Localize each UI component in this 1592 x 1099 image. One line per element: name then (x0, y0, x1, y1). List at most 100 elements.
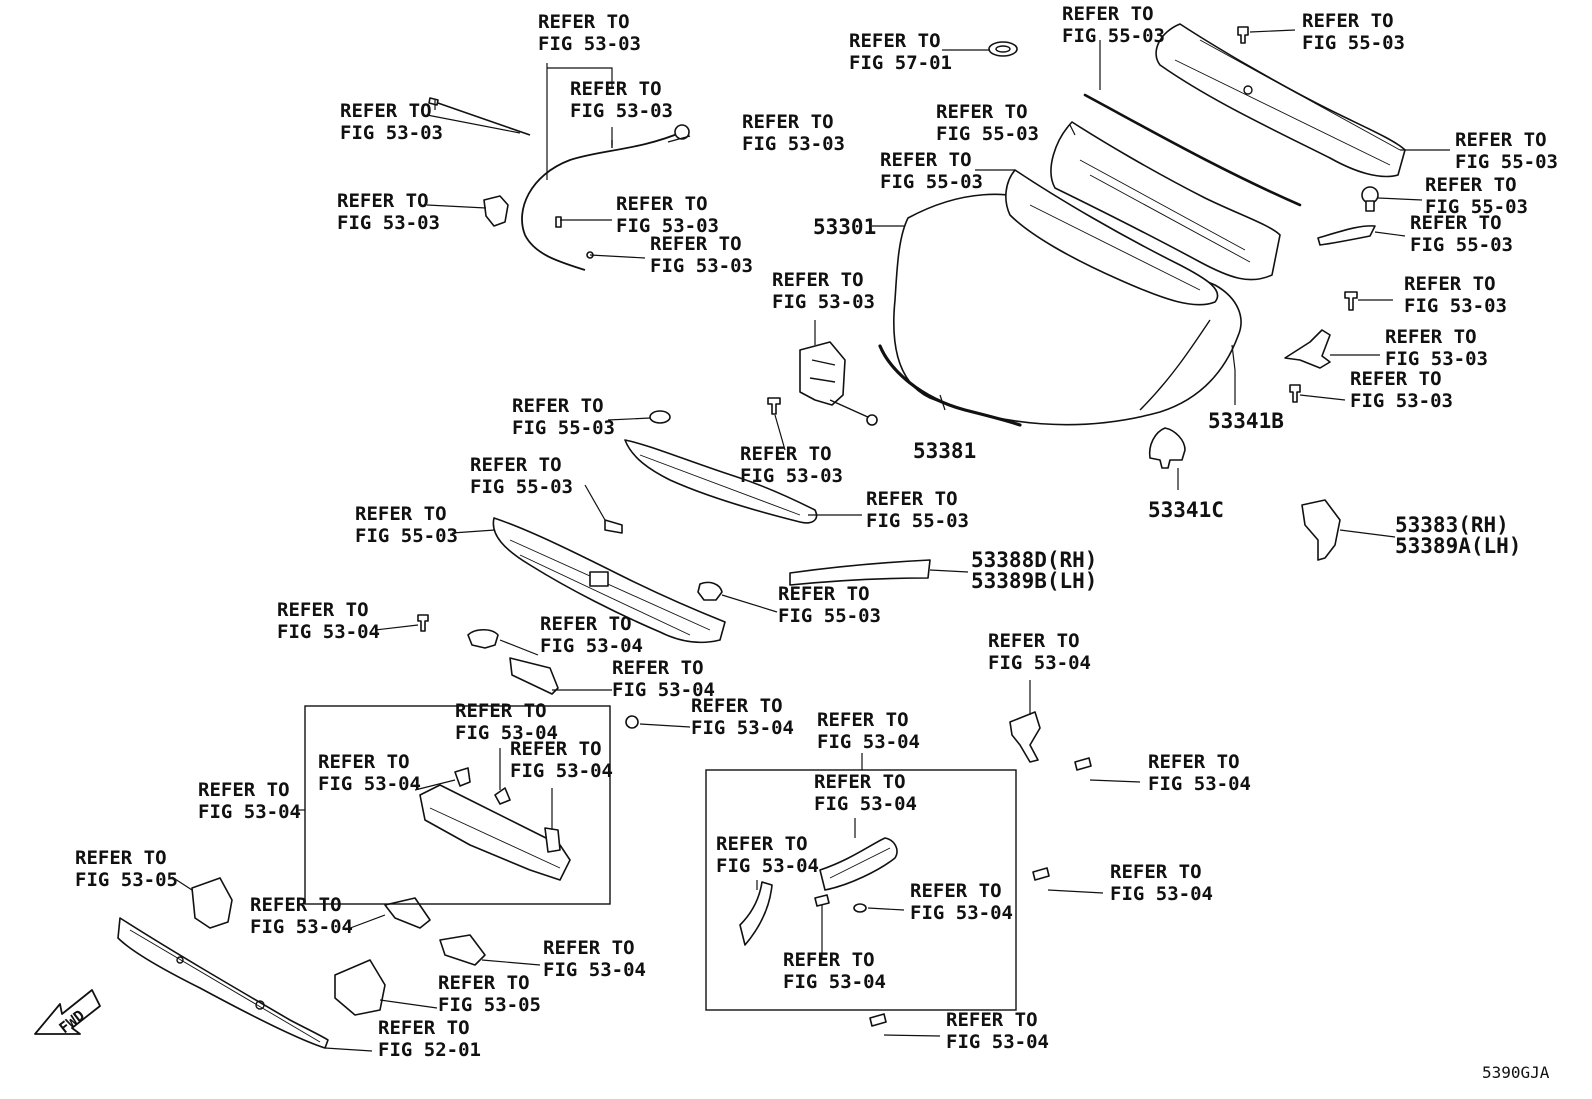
svg-text:REFER TO: REFER TO (570, 78, 662, 100)
inset-clip-small-1[interactable] (814, 894, 830, 907)
inset-clip-small-2[interactable] (853, 903, 867, 913)
callout-c33: REFER TO FIG 53-04 (198, 779, 301, 823)
hood-lock-assembly[interactable] (799, 341, 878, 426)
callout-c20: REFER TO FIG 53-03 (740, 443, 843, 487)
callout-c04: REFER TO FIG 53-03 (742, 111, 845, 155)
callout-c11: REFER TO FIG 55-03 (936, 101, 1039, 145)
bumper-bracket-small-1[interactable] (384, 897, 431, 929)
bolt-right-4[interactable] (1032, 867, 1050, 881)
callout-c34: REFER TO FIG 53-05 (75, 847, 178, 891)
inset-box-radiator-support (304, 705, 611, 905)
callout-c10: REFER TO FIG 55-03 (1302, 10, 1405, 54)
svg-text:REFER TO: REFER TO (1148, 751, 1240, 773)
svg-text:REFER TO: REFER TO (716, 833, 808, 855)
svg-text:FIG 52-01: FIG 52-01 (378, 1039, 481, 1061)
svg-text:FIG 53-03: FIG 53-03 (616, 215, 719, 237)
svg-text:REFER TO: REFER TO (946, 1009, 1038, 1031)
svg-text:FIG 53-05: FIG 53-05 (438, 994, 541, 1016)
svg-text:REFER TO: REFER TO (1425, 174, 1517, 196)
svg-text:FIG 53-04: FIG 53-04 (814, 793, 917, 815)
clip-mid-1[interactable] (649, 410, 671, 424)
svg-text:REFER TO: REFER TO (650, 233, 742, 255)
hood-seal[interactable] (878, 344, 1022, 427)
clip-left-cushion[interactable] (467, 628, 499, 649)
hood-cushion[interactable] (1148, 427, 1186, 469)
hood-weatherstrip[interactable] (789, 559, 931, 586)
callout-c24: REFER TO FIG 55-03 (866, 488, 969, 532)
bumper-extension-bracket[interactable] (334, 959, 386, 1016)
clip-right-1[interactable] (1361, 186, 1379, 212)
svg-text:REFER TO: REFER TO (740, 443, 832, 465)
bolt-right-1[interactable] (1344, 291, 1358, 311)
callout-c26: REFER TO FIG 53-04 (277, 599, 380, 643)
bracket-inset-2[interactable] (494, 787, 511, 805)
bracket-left-1[interactable] (509, 657, 559, 695)
svg-text:FIG 53-03: FIG 53-03 (772, 291, 875, 313)
svg-text:REFER TO: REFER TO (277, 599, 369, 621)
cowl-top-ventilator-panel[interactable] (1155, 23, 1406, 178)
bolt-right-2[interactable] (1289, 384, 1301, 403)
bracket-right[interactable] (1317, 225, 1376, 246)
svg-text:REFER TO: REFER TO (778, 583, 870, 605)
callout-c03: REFER TO FIG 53-03 (340, 100, 443, 144)
part-number-weatherstrip-lh: 53389B(LH) (971, 569, 1097, 593)
hood-release-lever-rod[interactable] (428, 97, 531, 136)
svg-text:FIG 53-03: FIG 53-03 (538, 33, 641, 55)
bracket-inset-1[interactable] (454, 767, 471, 787)
svg-text:FIG 53-03: FIG 53-03 (570, 100, 673, 122)
headlamp-support-lower[interactable] (739, 881, 773, 946)
hood-release-handle[interactable] (483, 195, 509, 227)
svg-text:REFER TO: REFER TO (772, 269, 864, 291)
svg-text:REFER TO: REFER TO (538, 11, 630, 33)
fwd-arrow-icon: FWD (34, 989, 101, 1037)
svg-text:FIG 53-03: FIG 53-03 (1385, 348, 1488, 370)
svg-text:FIG 53-04: FIG 53-04 (1148, 773, 1251, 795)
hood-cushion-clip[interactable] (988, 41, 1018, 57)
callout-c38: REFER TO FIG 52-01 (378, 1017, 481, 1061)
svg-text:REFER TO: REFER TO (1350, 368, 1442, 390)
radiator-support-cover[interactable] (492, 517, 726, 644)
bolt-bottom[interactable] (869, 1013, 887, 1027)
nut-left[interactable] (625, 715, 639, 729)
hood-inner-seal-1[interactable] (1050, 121, 1281, 281)
callout-c45: REFER TO FIG 53-04 (1148, 751, 1251, 795)
svg-text:REFER TO: REFER TO (198, 779, 290, 801)
cowl-seal-upper[interactable] (1083, 93, 1302, 207)
radiator-support-upper-member[interactable] (419, 784, 571, 881)
svg-text:REFER TO: REFER TO (455, 700, 547, 722)
hood-side-seal[interactable] (1301, 499, 1341, 561)
bumper-bracket-small-2[interactable] (439, 934, 486, 966)
svg-text:REFER TO: REFER TO (1110, 861, 1202, 883)
callout-c06: REFER TO FIG 53-03 (616, 193, 719, 237)
callout-c21: REFER TO FIG 55-03 (512, 395, 615, 439)
bolt-mid-1[interactable] (604, 519, 623, 534)
svg-text:REFER TO: REFER TO (75, 847, 167, 869)
cable-clip-1[interactable] (555, 216, 562, 228)
hood-inner-seal-2[interactable] (1005, 169, 1219, 306)
bolt-right-3[interactable] (1074, 757, 1092, 771)
svg-text:REFER TO: REFER TO (616, 193, 708, 215)
svg-text:FIG 53-04: FIG 53-04 (455, 722, 558, 744)
svg-text:FIG 55-03: FIG 55-03 (470, 476, 573, 498)
radiator-support-seal-upper[interactable] (624, 439, 818, 524)
svg-text:REFER TO: REFER TO (318, 751, 410, 773)
callout-c05: REFER TO FIG 53-03 (337, 190, 440, 234)
grommet-mid[interactable] (697, 581, 723, 601)
front-bumper-reinforcement[interactable] (117, 917, 329, 1049)
fender-apron-bracket[interactable] (1009, 711, 1041, 763)
hinge-bracket-right[interactable] (1284, 329, 1331, 369)
callout-c01: REFER TO FIG 53-03 (538, 11, 641, 55)
diagram-code: 5390GJA (1482, 1063, 1550, 1082)
svg-text:FIG 53-04: FIG 53-04 (817, 731, 920, 753)
svg-text:REFER TO: REFER TO (337, 190, 429, 212)
bolt-hood-lock[interactable] (767, 397, 781, 415)
bumper-bracket-left[interactable] (191, 877, 233, 929)
bolt-left-1[interactable] (417, 614, 429, 632)
bracket-inset-3[interactable] (544, 827, 561, 853)
screw-top-right[interactable] (1237, 26, 1249, 44)
svg-text:FIG 53-03: FIG 53-03 (1404, 295, 1507, 317)
callout-c32: REFER TO FIG 53-04 (318, 751, 421, 795)
headlamp-support-upper[interactable] (819, 837, 898, 891)
svg-text:FIG 55-03: FIG 55-03 (355, 525, 458, 547)
callout-c29: REFER TO FIG 53-04 (691, 695, 794, 739)
